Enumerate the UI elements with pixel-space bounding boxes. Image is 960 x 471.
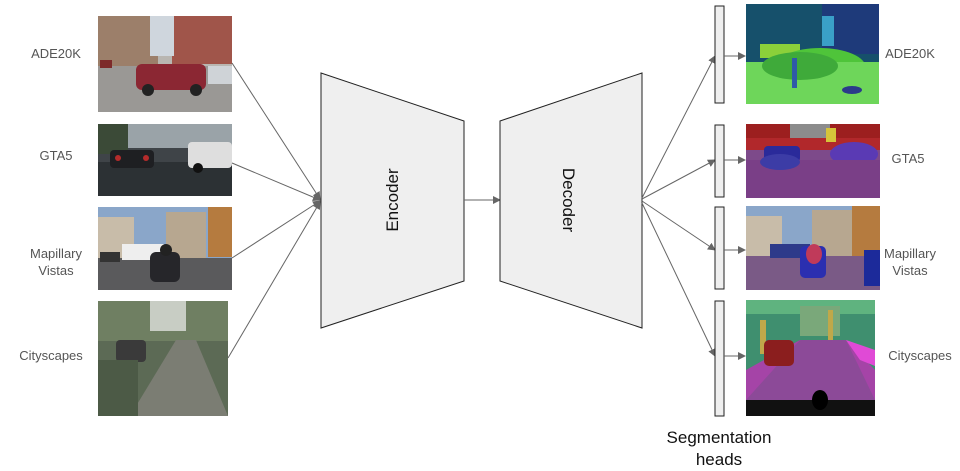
caption-line-2: heads [696,450,742,469]
output-label-ade20k: ADE20K [885,46,935,61]
input-arrows [227,62,321,359]
input-label-gta5: GTA5 [40,148,73,163]
arrow-ade20k-to-encoder [231,62,321,200]
decoder-block: Decoder [499,72,643,329]
output-seg-gta5 [746,124,880,198]
arrow-decoder-to-head-ade20k [641,55,716,199]
output-label-gta5: GTA5 [892,151,925,166]
input-label-ade20k: ADE20K [31,46,81,61]
input-label-mapillary-line1: Mapillary [30,246,83,261]
output-label-mapillary-line1: Mapillary [884,246,937,261]
head-gta5 [714,124,725,198]
output-arrows [724,52,746,360]
arrow-gta5-to-encoder [231,162,321,201]
segmentation-heads [714,5,725,417]
arrow-cityscapes-to-encoder [227,201,321,359]
output-seg-cityscapes [746,300,875,416]
encoder-label: Encoder [383,168,402,232]
arrow-decoder-to-head-mapillary [641,200,716,251]
input-label-cityscapes: Cityscapes [19,348,83,363]
input-image-gta5 [98,124,232,196]
input-image-ade20k [98,16,232,112]
head-ade20k [714,5,725,104]
output-label-cityscapes: Cityscapes [888,348,952,363]
decoder-label: Decoder [559,168,578,233]
encoder-block: Encoder [320,72,465,329]
output-label-mapillary-line2: Vistas [892,263,928,278]
head-arrows [641,55,716,357]
arrow-mapillary-to-encoder [231,200,321,259]
input-image-cityscapes [98,301,228,416]
output-seg-ade20k [746,4,879,104]
caption-line-1: Segmentation [667,428,772,447]
arrow-decoder-to-head-gta5 [641,159,716,200]
head-mapillary [714,206,725,290]
head-cityscapes [714,300,725,417]
arrow-decoder-to-head-cityscapes [641,202,716,357]
input-image-mapillary [98,207,232,290]
output-seg-mapillary [746,206,880,290]
input-label-mapillary-line2: Vistas [38,263,74,278]
